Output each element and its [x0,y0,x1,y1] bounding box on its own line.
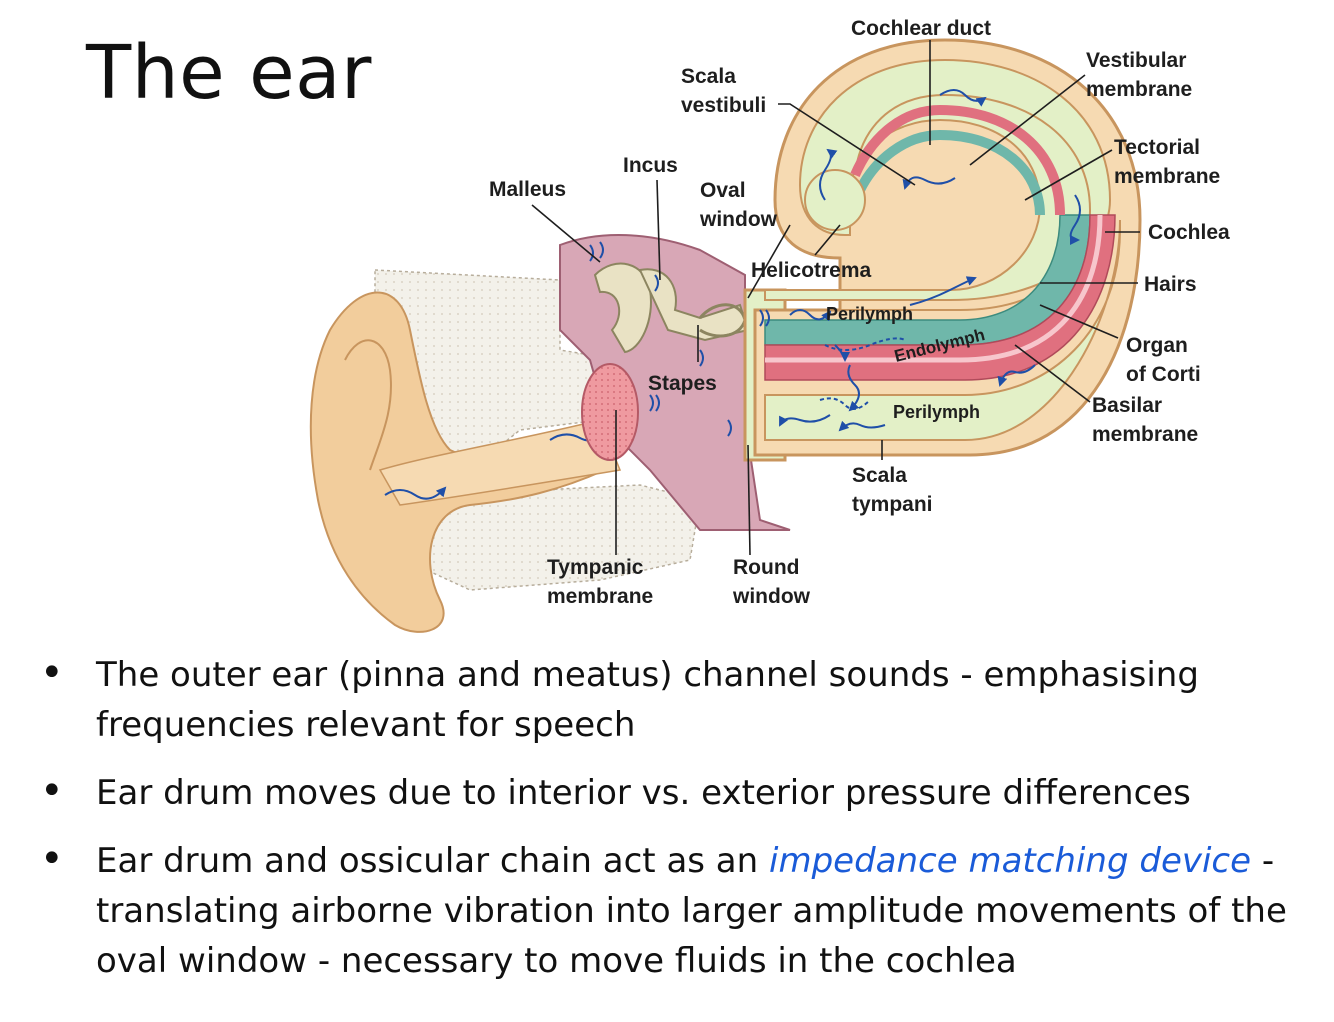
slide-title: The ear [86,30,372,116]
bullet-dot: • [40,836,64,882]
cochlea [753,38,1142,457]
bullet-list: • The outer ear (pinna and meatus) chann… [38,650,1328,1004]
leader-lines [531,40,1140,556]
bullet-text: The outer ear (pinna and meatus) channel… [96,655,1199,745]
bullet-dot: • [40,768,64,814]
bullet-item: • The outer ear (pinna and meatus) chann… [38,650,1328,750]
pinna [309,291,622,633]
bullet-item: • Ear drum and ossicular chain act as an… [38,836,1328,986]
label-round-window: Round window [733,556,810,608]
bullet-text: Ear drum moves due to interior vs. exter… [96,773,1191,813]
label-scala-vestibuli: Scala vestibuli [681,65,767,117]
bullet-item: • Ear drum moves due to interior vs. ext… [38,768,1328,818]
ear-anatomy-diagram: Perilymph Endolymph Perilymph [309,38,1142,633]
perilymph-lower-label: Perilymph [893,402,980,422]
label-basilar-membrane: Basilar membrane [1092,394,1199,446]
bullet-text-continued: - translating airborne vibration into la… [96,841,1287,981]
label-organ-of-corti: Organ of Corti [1126,334,1201,386]
label-hairs: Hairs [1144,273,1197,296]
perilymph-upper-label: Perilymph [826,304,913,324]
label-scala-tympani: Scala tympani [852,464,933,516]
bullet-dot: • [40,650,64,696]
highlighted-term: impedance matching device [769,841,1252,881]
label-oval-window: Oval window [700,179,777,231]
label-cochlear-duct: Cochlear duct [851,17,992,40]
sound-waves [589,89,1081,437]
label-incus: Incus [623,154,678,177]
label-vestibular-membrane: Vestibular membrane [1086,49,1193,101]
tympanic-membrane [581,363,639,461]
label-cochlea: Cochlea [1148,221,1230,244]
label-helicotrema: Helicotrema [751,259,872,282]
label-tectorial-membrane: Tectorial membrane [1114,136,1221,188]
label-malleus: Malleus [489,178,567,201]
label-stapes: Stapes [648,372,717,395]
temporal-bone [374,269,701,591]
label-tympanic-membrane: Tympanic membrane [547,556,654,608]
bullet-text: Ear drum and ossicular chain act as an [96,841,769,881]
